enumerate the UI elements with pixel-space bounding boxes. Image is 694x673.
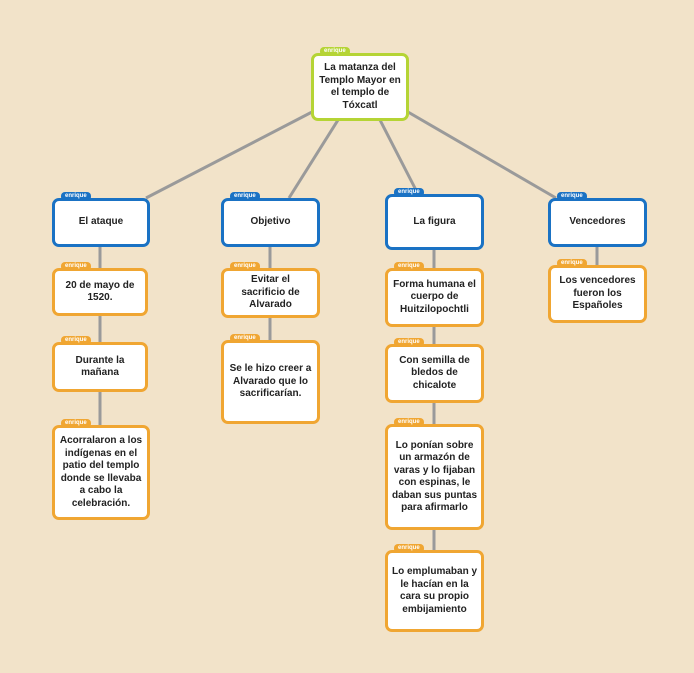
leaf-node[interactable]: enrique Durante la mañana	[52, 336, 148, 392]
leaf-node[interactable]: enrique Lo ponían sobre un armazón de va…	[385, 418, 484, 530]
author-tag: enrique	[230, 334, 260, 343]
leaf-label: Se le hizo creer a Alvarado que lo sacri…	[229, 363, 312, 400]
branch-title: El ataque	[78, 216, 124, 228]
author-tag: enrique	[320, 47, 350, 56]
leaf-label: Durante la mañana	[75, 354, 125, 379]
author-tag: enrique	[61, 336, 91, 345]
branch-title: La figura	[413, 215, 456, 227]
author-tag: enrique	[394, 418, 424, 427]
link-root-objetivo	[287, 119, 340, 199]
leaf-node[interactable]: enrique Evitar el sacrificio de Alvarado	[221, 262, 320, 318]
link-root-figura	[378, 119, 420, 195]
author-tag: enrique	[61, 192, 91, 201]
link-root-vencedores	[407, 110, 557, 200]
branch-node-vencedores[interactable]: enrique Vencedores	[548, 192, 647, 247]
leaf-node[interactable]: enrique Lo emplumaban y le hacían en la …	[385, 544, 484, 632]
branch-node-ataque[interactable]: enrique El ataque	[52, 192, 150, 247]
leaf-label: Lo ponían sobre un armazón de varas y lo…	[392, 439, 478, 514]
leaf-node[interactable]: enrique Los vencedores fueron los Españo…	[548, 259, 647, 323]
author-tag: enrique	[61, 262, 91, 271]
leaf-label: Lo emplumaban y le hacían en la cara su …	[392, 566, 478, 615]
author-tag: enrique	[230, 192, 260, 201]
author-tag: enrique	[557, 259, 587, 268]
root-label: La matanza del Templo Mayor en el templo…	[319, 62, 401, 111]
leaf-label: Acorralaron a los indígenas en el patio …	[59, 435, 143, 509]
leaf-label: Los vencedores fueron los Españoles	[559, 275, 636, 312]
leaf-node[interactable]: enrique Con semilla de bledos de chicalo…	[385, 338, 484, 403]
branch-title: Objetivo	[250, 216, 291, 228]
branch-title: Vencedores	[569, 216, 626, 228]
leaf-node[interactable]: enrique Se le hizo creer a Alvarado que …	[221, 334, 320, 424]
author-tag: enrique	[394, 188, 424, 197]
leaf-label: Evitar el sacrificio de Alvarado	[241, 274, 300, 311]
leaf-node[interactable]: enrique Acorralaron a los indígenas en e…	[52, 419, 150, 520]
author-tag: enrique	[557, 192, 587, 201]
author-tag: enrique	[61, 419, 91, 428]
root-node[interactable]: enrique La matanza del Templo Mayor en e…	[311, 47, 409, 121]
author-tag: enrique	[394, 262, 424, 271]
leaf-label: Forma humana el cuerpo de Huitzilopochtl…	[393, 278, 476, 315]
author-tag: enrique	[394, 544, 424, 553]
author-tag: enrique	[230, 262, 260, 271]
leaf-node[interactable]: enrique 20 de mayo de 1520.	[52, 262, 148, 316]
branch-node-figura[interactable]: enrique La figura	[385, 188, 484, 250]
branch-node-objetivo[interactable]: enrique Objetivo	[221, 192, 320, 247]
leaf-node[interactable]: enrique Forma humana el cuerpo de Huitzi…	[385, 262, 484, 327]
leaf-label: Con semilla de bledos de chicalote	[399, 354, 470, 391]
link-root-ataque	[145, 110, 313, 200]
author-tag: enrique	[394, 338, 424, 347]
leaf-label: 20 de mayo de 1520.	[65, 279, 135, 304]
